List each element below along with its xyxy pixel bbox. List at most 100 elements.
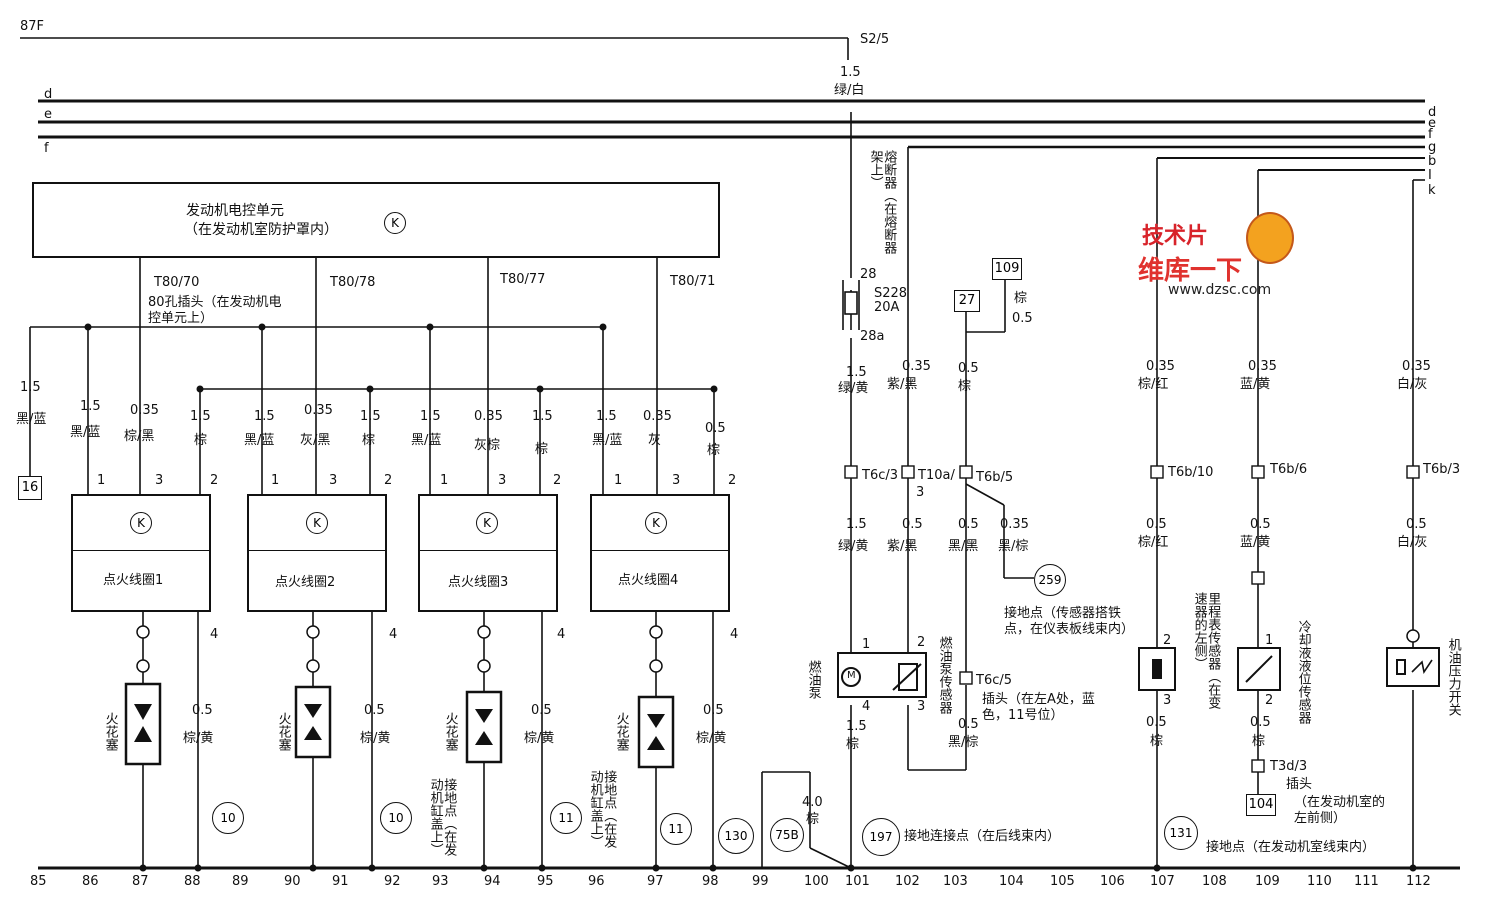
- axis-number: 109: [1255, 874, 1280, 889]
- oil-switch-connector: T6b/3: [1423, 462, 1461, 477]
- coil2-pin2: 2: [384, 473, 393, 488]
- bus-label-d: d: [44, 87, 53, 102]
- ground-ref-197: 197: [862, 818, 900, 856]
- coil2-w4-color: 棕/黄: [360, 731, 391, 746]
- watermark-title: 维库一下: [1138, 256, 1243, 286]
- ref-box-104: 104: [1246, 794, 1276, 816]
- coil2-transistor-icon: K: [306, 512, 328, 534]
- fuel-sensor-connector: T10a/: [918, 468, 955, 483]
- oil-switch-in-size: 0.35: [1402, 359, 1431, 374]
- coil4-w4-size: 0.5: [703, 703, 724, 718]
- watermark-tag: 技术片: [1142, 224, 1209, 249]
- speed-sensor-pin2: 2: [1163, 633, 1172, 648]
- watermark-url: www.dzsc.com: [1168, 282, 1272, 298]
- fuse-rating: 20A: [874, 300, 900, 315]
- coolant-plug-note: （在发动机室的左前侧）: [1294, 795, 1386, 827]
- coil4-pin4: 4: [730, 627, 739, 642]
- coil1-w4-size: 0.5: [192, 703, 213, 718]
- coil4-pin3: 3: [672, 473, 681, 488]
- coil2-w2-color: 棕: [362, 433, 376, 448]
- coil1-w2-size: 1.5: [190, 409, 211, 424]
- coolant-in-size: 0.35: [1248, 359, 1277, 374]
- coil3-pin1: 1: [440, 473, 449, 488]
- speed-sensor-pin3: 3: [1163, 693, 1172, 708]
- fuel-sensor-label: 燃油泵传感器: [936, 636, 952, 714]
- coil4-w4-color: 棕/黄: [696, 731, 727, 746]
- axis-number: 110: [1307, 874, 1332, 889]
- t6b5-b-size: 0.35: [1000, 517, 1029, 532]
- ground-197-note: 接地连接点（在后线束内）: [904, 829, 1061, 844]
- coil4-w2-size: 0.5: [705, 421, 726, 436]
- coolant-plug-label: 插头: [1286, 777, 1313, 792]
- coolant-out-size: 0.5: [1250, 715, 1271, 730]
- coil1-w1-color: 黑/蓝: [70, 425, 101, 440]
- fuel-pump-out-color: 棕: [846, 737, 860, 752]
- coil2-w1-size: 1.5: [254, 409, 275, 424]
- bus-label-right-b: b: [1428, 154, 1437, 169]
- fuel-pump-in-size: 1.5: [846, 517, 867, 532]
- t6b5-in-color: 棕: [958, 379, 972, 394]
- spark-plug-1-label: 火花塞: [102, 712, 118, 751]
- spark-plug-2-label: 火花塞: [275, 712, 291, 751]
- axis-number: 90: [284, 874, 301, 889]
- speed-sensor-size: 0.5: [1146, 517, 1167, 532]
- axis-number: 100: [804, 874, 829, 889]
- bus-label-right-f: f: [1428, 127, 1433, 142]
- speed-sensor-note: 里程表传感器（在变速器的左侧）: [1191, 592, 1221, 709]
- coil2-pin4: 4: [389, 627, 398, 642]
- ground-note-2: 接地点（在发动机缸盖上）: [587, 770, 617, 848]
- axis-number: 94: [484, 874, 501, 889]
- top-wire-color: 绿/白: [834, 83, 865, 98]
- ignition-coil-3: K 点火线圈3: [418, 494, 558, 612]
- t6b5-connector: T6b/5: [976, 470, 1014, 485]
- bus-label-right-g: g: [1428, 140, 1437, 155]
- axis-number: 88: [184, 874, 201, 889]
- ground-131-note: 接地点（在发动机室线束内）: [1206, 840, 1376, 855]
- coil2-w2-size: 1.5: [360, 409, 381, 424]
- speed-sensor-connector: T6b/10: [1168, 465, 1214, 480]
- ecu-pin-t80-77: T80/77: [500, 272, 546, 287]
- coil3-pin2: 2: [553, 473, 562, 488]
- bus-label-right-d: d: [1428, 105, 1437, 120]
- coil4-w3-color: 灰: [648, 433, 662, 448]
- speed-sensor-color: 棕/红: [1138, 535, 1169, 550]
- ground-link-color: 棕: [806, 812, 820, 827]
- fuse-ref-label: S2/5: [860, 32, 890, 47]
- axis-number: 86: [82, 874, 99, 889]
- coolant-connector: T6b/6: [1270, 462, 1308, 477]
- coil1-w3-color: 棕/黑: [124, 429, 155, 444]
- coil4-w1-size: 1.5: [596, 409, 617, 424]
- coil1-transistor-icon: K: [130, 512, 152, 534]
- coil3-pin4: 4: [557, 627, 566, 642]
- fuse-name: S228: [874, 286, 908, 301]
- t6b5-a-size: 0.5: [958, 517, 979, 532]
- axis-number: 95: [537, 874, 554, 889]
- fuse-out-size: 1.5: [846, 365, 867, 380]
- fuel-pump-pin4: 4: [862, 699, 871, 714]
- axis-number: 99: [752, 874, 769, 889]
- coil1-w4-color: 棕/黄: [183, 731, 214, 746]
- speed-sensor-out-color: 棕: [1150, 734, 1164, 749]
- axis-number: 98: [702, 874, 719, 889]
- mascot-icon: [1246, 212, 1294, 264]
- speed-sensor-out-size: 0.5: [1146, 715, 1167, 730]
- ecu-title: 发动机电控单元: [186, 203, 284, 219]
- coil3-name: 点火线圈3: [448, 575, 509, 590]
- oil-switch-in-color: 白/灰: [1397, 377, 1428, 392]
- fuel-sensor-pin3: 3: [917, 699, 926, 714]
- spark-plug-3-label: 火花塞: [442, 712, 458, 751]
- t6c5-color: 黑/棕: [948, 735, 979, 750]
- ecu-box: 发动机电控单元 （在发动机室防护罩内） K: [32, 182, 720, 258]
- bus-label-right-e: e: [1428, 116, 1436, 131]
- ecu-subtitle: （在发动机室防护罩内）: [184, 222, 338, 238]
- axis-number: 91: [332, 874, 349, 889]
- ground-ref-131: 131: [1164, 816, 1198, 850]
- coil2-w3-size: 0.35: [304, 403, 333, 418]
- axis-number: 112: [1406, 874, 1431, 889]
- axis-number: 111: [1354, 874, 1379, 889]
- coil3-w2-size: 1.5: [532, 409, 553, 424]
- fuse-pin-28a: 28a: [860, 329, 885, 344]
- axis-number: 101: [845, 874, 870, 889]
- ground-ref-75b: 75B: [770, 818, 804, 852]
